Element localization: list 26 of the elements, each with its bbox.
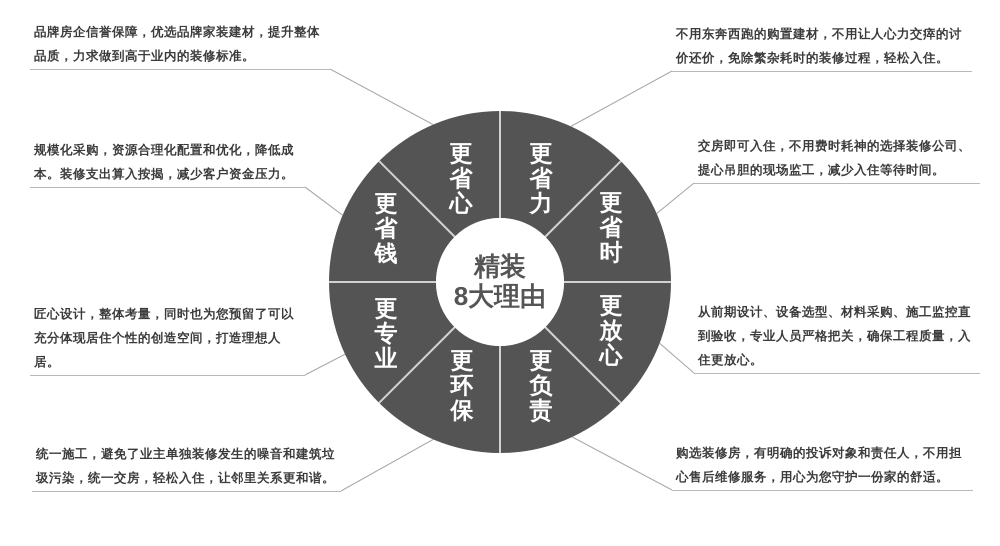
note-text: 匠心设计，整体考量，同时也为您预留了可以充分体现居住个性的创造空间，打造理想人居。 [34, 306, 295, 371]
sector-label: 更省力 [528, 140, 554, 216]
sector-label: 更省心 [448, 140, 474, 216]
leader-line [570, 70, 672, 127]
sector-label: 更环保 [449, 348, 474, 422]
leader-line [656, 182, 694, 214]
sector-label: 更省时 [598, 190, 624, 264]
leader-line [572, 436, 672, 490]
note-text: 规模化采购，资源合理化配置和优化，降低成本。装修支出算入按揭，减少客户资金压力。 [34, 142, 295, 183]
leader-line [304, 186, 343, 216]
note-text: 交房即可入住，不用费时耗神的选择装修公司、提心吊胆的现场监工，减少入住等待时间。 [698, 138, 972, 179]
note-text: 从前期设计、设备选型、材料采购、施工监控直到验收，专业人员严格把关，确保工程质量，入住更放心。 [698, 304, 972, 369]
leader-line [659, 342, 694, 374]
leader-line [340, 438, 434, 492]
sector-label: 更负责 [528, 348, 554, 422]
leader-line [304, 354, 346, 376]
note-text: 品牌房企信誉保障，优选品牌家装建材，提升整体品质，力求做到高于业内的装修标准。 [34, 24, 321, 65]
center-title: 精装 [472, 251, 527, 281]
note-text: 不用东奔西跑的购置建材，不用让人心力交瘁的讨价还价，免除繁杂耗时的装修过程，轻松入住。 [676, 26, 963, 67]
leader-line [330, 68, 434, 126]
sector-label: 更放心 [598, 292, 624, 368]
note-text: 购选装修房，有明确的投诉对象和责任人，不用担心售后维修服务，用心为您守护一份家的舒适。 [676, 444, 963, 486]
center-title: 8大理由 [452, 281, 548, 311]
sector-label: 更省钱 [373, 190, 399, 266]
sector-label: 更专业 [374, 296, 398, 370]
note-text: 统一施工，避免了业主单独装修发生的噪音和建筑垃圾污染，统一交房，轻松入住，让邻里关系更和谐。 [36, 446, 336, 487]
